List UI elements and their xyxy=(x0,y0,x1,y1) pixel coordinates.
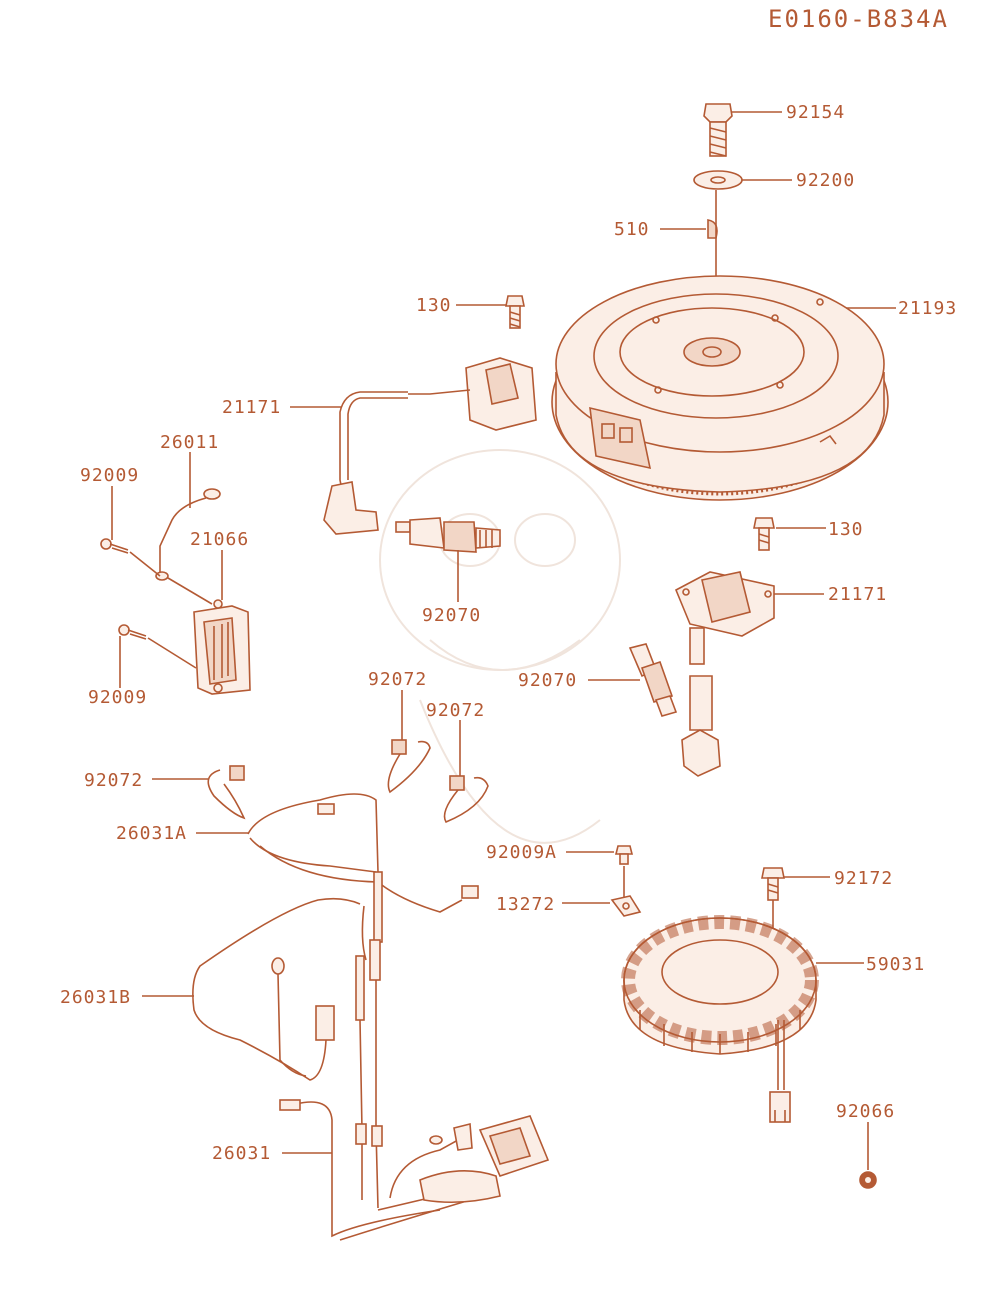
coil-bolt-right[interactable] xyxy=(753,517,775,551)
part-label-130-right[interactable]: 130 xyxy=(828,519,864,540)
part-label-59031[interactable]: 59031 xyxy=(866,954,925,975)
harness-26031[interactable] xyxy=(279,980,550,1241)
clamp-plate[interactable] xyxy=(610,895,642,917)
spark-plug-right[interactable] xyxy=(628,643,678,717)
stator-bolt[interactable] xyxy=(761,867,785,901)
screw-92009a[interactable] xyxy=(614,845,634,865)
part-label-21171-right[interactable]: 21171 xyxy=(828,584,887,605)
part-label-130-top[interactable]: 130 xyxy=(416,295,452,316)
assembly-line-c xyxy=(147,637,197,669)
clip-a[interactable] xyxy=(387,739,431,794)
part-label-26031b[interactable]: 26031B xyxy=(60,987,131,1008)
part-label-92070-right[interactable]: 92070 xyxy=(518,670,577,691)
part-label-26031a[interactable]: 26031A xyxy=(116,823,187,844)
clip-b[interactable] xyxy=(443,775,489,824)
part-label-13272[interactable]: 13272 xyxy=(496,894,555,915)
flywheel-bolt[interactable] xyxy=(703,103,733,157)
part-label-26011[interactable]: 26011 xyxy=(160,432,219,453)
stator[interactable] xyxy=(621,915,819,1123)
rectifier[interactable] xyxy=(193,599,251,695)
ignition-coil-left[interactable] xyxy=(323,357,537,535)
spark-plug-left[interactable] xyxy=(395,517,501,553)
flywheel[interactable] xyxy=(551,275,889,501)
part-label-92009-top[interactable]: 92009 xyxy=(80,465,139,486)
screw-bottom[interactable] xyxy=(118,624,147,640)
assembly-line-a xyxy=(129,551,161,577)
diagram-code: E0160-B834A xyxy=(768,5,949,33)
part-label-92154[interactable]: 92154 xyxy=(786,102,845,123)
assembly-line-b xyxy=(167,577,213,605)
part-label-510[interactable]: 510 xyxy=(614,219,650,240)
ground-lead[interactable] xyxy=(155,488,221,581)
part-label-92072-c[interactable]: 92072 xyxy=(84,770,143,791)
part-label-92072-b[interactable]: 92072 xyxy=(426,700,485,721)
coil-bolt-top[interactable] xyxy=(505,295,525,329)
part-label-92009-bottom[interactable]: 92009 xyxy=(88,687,147,708)
part-label-21066[interactable]: 21066 xyxy=(190,529,249,550)
harness-26031a[interactable] xyxy=(247,793,479,943)
watermark xyxy=(379,449,621,844)
part-label-92072-a[interactable]: 92072 xyxy=(368,669,427,690)
ignition-coil-right[interactable] xyxy=(674,571,775,777)
clip-c[interactable] xyxy=(207,765,246,820)
part-label-92066[interactable]: 92066 xyxy=(836,1101,895,1122)
part-label-92200[interactable]: 92200 xyxy=(796,170,855,191)
part-label-21193[interactable]: 21193 xyxy=(898,298,957,319)
part-label-92172[interactable]: 92172 xyxy=(834,868,893,889)
part-label-21171-left[interactable]: 21171 xyxy=(222,397,281,418)
part-label-92070-left[interactable]: 92070 xyxy=(422,605,481,626)
screw-top[interactable] xyxy=(100,538,129,554)
washer[interactable] xyxy=(693,170,743,190)
nut[interactable] xyxy=(859,1171,877,1189)
part-label-26031[interactable]: 26031 xyxy=(212,1143,271,1164)
harness-26031b[interactable] xyxy=(192,897,381,1081)
part-label-92009a[interactable]: 92009A xyxy=(486,842,557,863)
